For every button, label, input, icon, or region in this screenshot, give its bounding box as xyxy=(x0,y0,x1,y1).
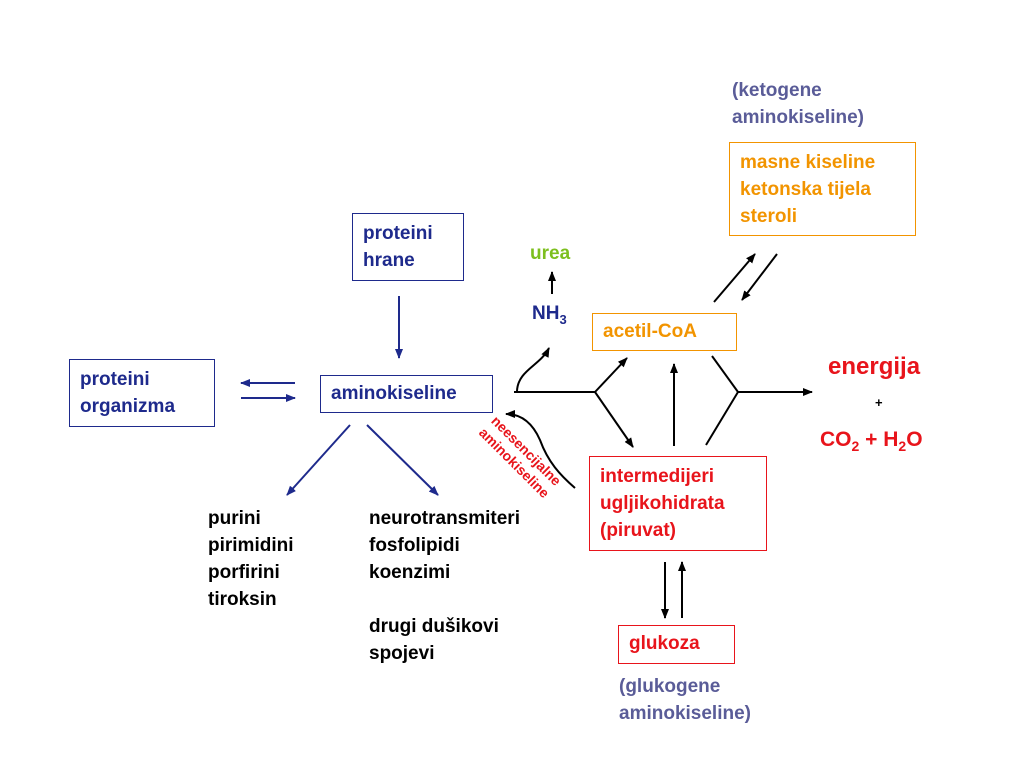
arrow-to-nh3 xyxy=(516,347,550,392)
arrow-acetylcoa-to-lipids xyxy=(713,253,756,303)
arrow-lipids-to-acetylcoa xyxy=(741,253,778,301)
h2o-end: O xyxy=(906,428,923,451)
product-item: fosfolipidi xyxy=(369,535,460,556)
lipid-products-box: masne kiseline ketonska tijela steroli xyxy=(729,142,916,236)
line-carb-to-energy xyxy=(705,391,739,446)
amino-acids-label: aminokiseline xyxy=(331,383,457,404)
carb-line: (piruvat) xyxy=(600,520,676,541)
nitrogen-products-list: neurotransmiteri fosfolipidi koenzimi dr… xyxy=(369,505,520,667)
arrow-to-carb-intermediates xyxy=(594,391,634,448)
h2o-subscript: 2 xyxy=(898,438,907,455)
glucose-box: glukoza xyxy=(618,625,735,664)
line-acetylcoa-to-energy xyxy=(711,355,739,393)
acetyl-coa-label: acetil-CoA xyxy=(603,321,697,342)
product-item: neurotransmiteri xyxy=(369,508,520,529)
food-protein-line: hrane xyxy=(363,250,415,271)
lipid-item: ketonska tijela xyxy=(740,179,871,200)
arrow-to-purines xyxy=(286,424,351,496)
amino-acids-box: aminokiseline xyxy=(320,375,493,413)
energy-label: energija xyxy=(828,353,921,380)
product-item: tiroksin xyxy=(208,589,277,610)
lipid-item: steroli xyxy=(740,206,798,227)
nh3-label: NH3 xyxy=(532,300,567,333)
product-item: porfirini xyxy=(208,562,280,583)
ketogenic-note-line: aminokiseline) xyxy=(732,107,864,128)
ketogenic-note: (ketogene aminokiseline) xyxy=(732,77,864,131)
product-item: pirimidini xyxy=(208,535,294,556)
purine-products-list: purini pirimidini porfirini tiroksin xyxy=(208,505,294,613)
body-protein-line: organizma xyxy=(80,396,176,417)
glucose-label: glukoza xyxy=(629,633,700,654)
h2o-part: + H xyxy=(859,428,899,451)
carb-intermediates-box: intermedijeri ugljikohidrata (piruvat) xyxy=(589,456,767,551)
co2-subscript: 2 xyxy=(851,438,860,455)
glucogenic-note-line: aminokiseline) xyxy=(619,703,751,724)
food-protein-line: proteini xyxy=(363,223,433,244)
urea-label: urea xyxy=(530,243,571,264)
product-item: spojevi xyxy=(369,643,435,664)
carb-line: ugljikohidrata xyxy=(600,493,725,514)
product-item: purini xyxy=(208,508,261,529)
arrow-to-acetylcoa xyxy=(594,357,628,393)
product-item: drugi dušikovi xyxy=(369,616,499,637)
food-protein-box: proteini hrane xyxy=(352,213,464,281)
glucogenic-note: (glukogene aminokiseline) xyxy=(619,673,751,727)
body-protein-box: proteini organizma xyxy=(69,359,215,427)
carb-line: intermedijeri xyxy=(600,466,715,487)
arrow-to-neurotransmitters xyxy=(366,424,439,496)
nh3-base: NH xyxy=(532,303,560,324)
ketogenic-note-line: (ketogene xyxy=(732,80,822,101)
arrow-nonessential-to-aminoacids xyxy=(505,410,576,489)
body-protein-line: proteini xyxy=(80,369,150,390)
co2-h2o-label: CO2 + H2O xyxy=(820,426,923,460)
product-spacer xyxy=(369,586,520,613)
plus-sign: + xyxy=(875,395,883,410)
product-item: koenzimi xyxy=(369,562,451,583)
co2-part: CO xyxy=(820,428,852,451)
glucogenic-note-line: (glukogene xyxy=(619,676,721,697)
lipid-item: masne kiseline xyxy=(740,152,876,173)
acetyl-coa-box: acetil-CoA xyxy=(592,313,737,351)
nh3-subscript: 3 xyxy=(559,311,567,327)
